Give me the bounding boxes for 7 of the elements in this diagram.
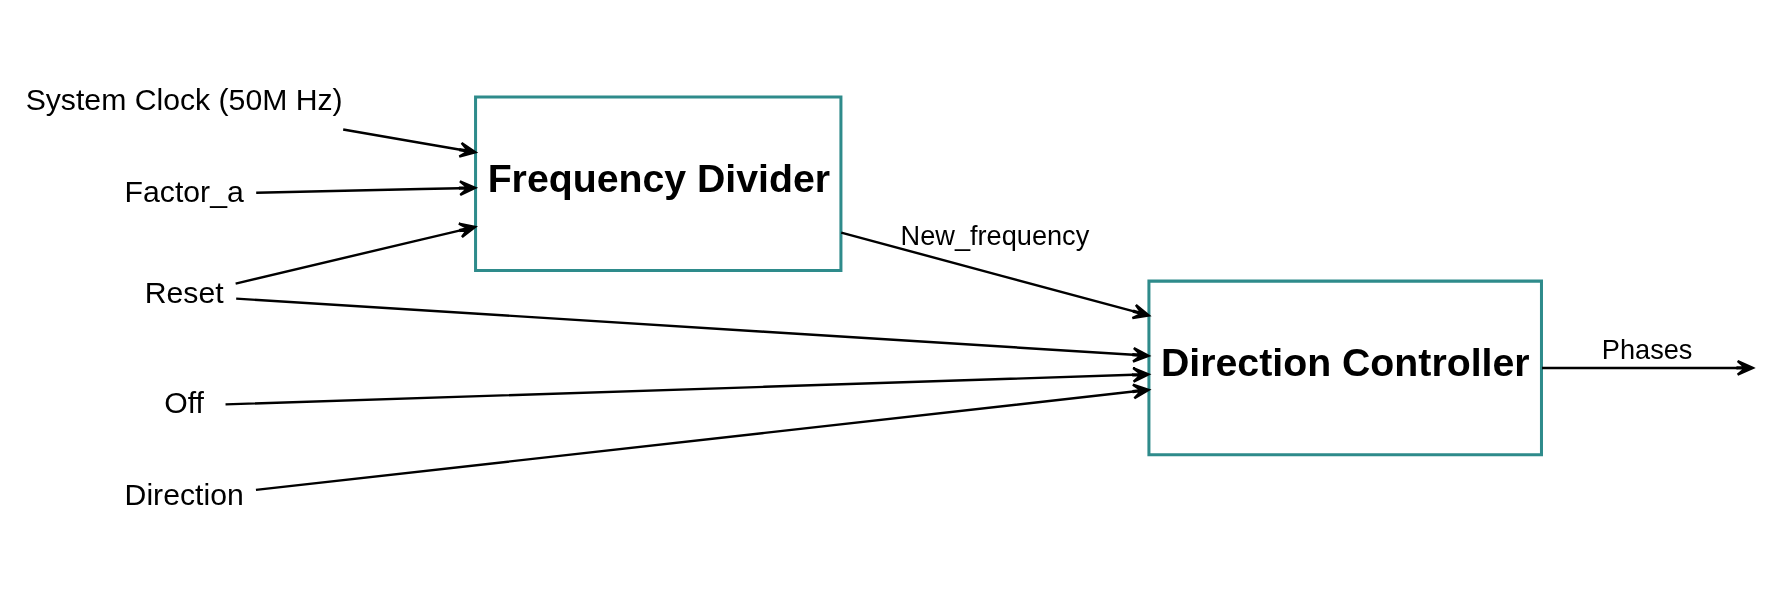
edge-label: Phases: [1601, 333, 1693, 365]
node-text: Direction: [124, 477, 244, 511]
node-text: System Clock (50M Hz): [25, 82, 343, 116]
node-text: Off: [164, 385, 205, 419]
edge-label: New_frequency: [900, 219, 1090, 251]
node-text: Reset: [144, 275, 224, 309]
node-text: Factor_a: [124, 174, 244, 208]
